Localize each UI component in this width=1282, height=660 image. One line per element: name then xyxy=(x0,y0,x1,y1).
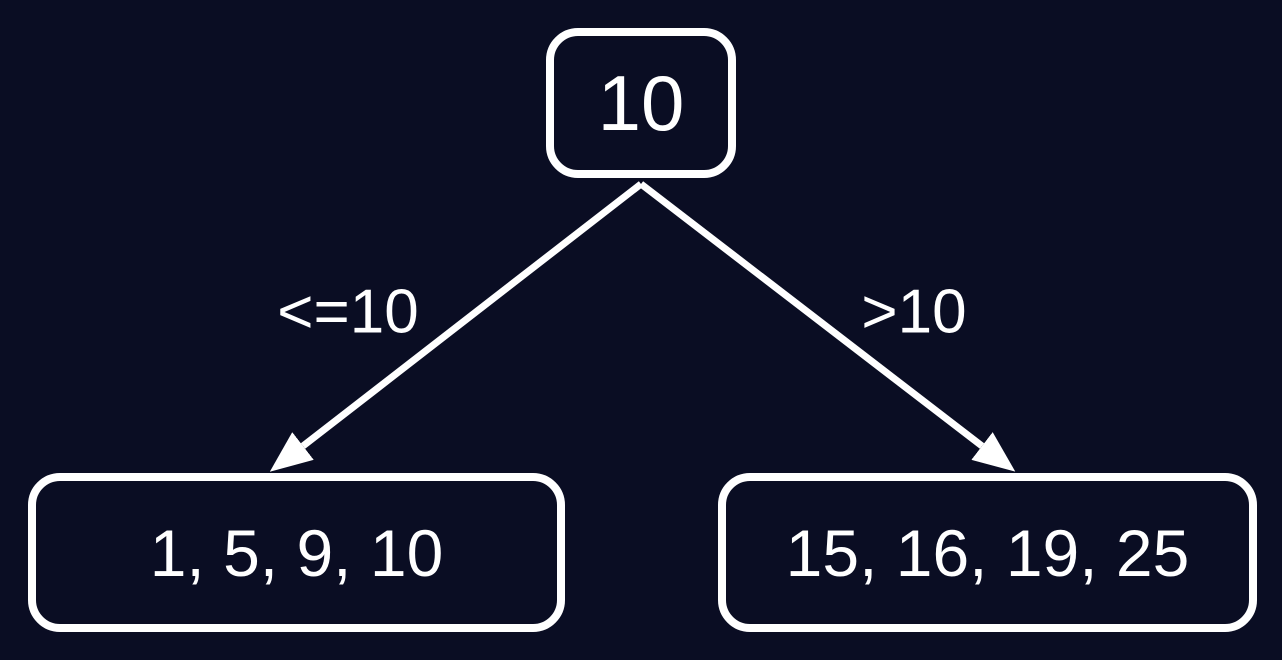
left-leaf-node: 1, 5, 9, 10 xyxy=(28,473,565,632)
right-edge-label: >10 xyxy=(861,277,967,347)
left-edge-arrow xyxy=(269,181,644,472)
root-node: 10 xyxy=(546,28,736,178)
left-edge-label: <=10 xyxy=(277,277,419,347)
right-leaf-node: 15, 16, 19, 25 xyxy=(718,473,1257,632)
root-node-label: 10 xyxy=(597,58,685,147)
left-leaf-label: 1, 5, 9, 10 xyxy=(149,515,444,590)
right-edge-arrow xyxy=(638,181,1016,472)
right-leaf-label: 15, 16, 19, 25 xyxy=(785,515,1190,590)
